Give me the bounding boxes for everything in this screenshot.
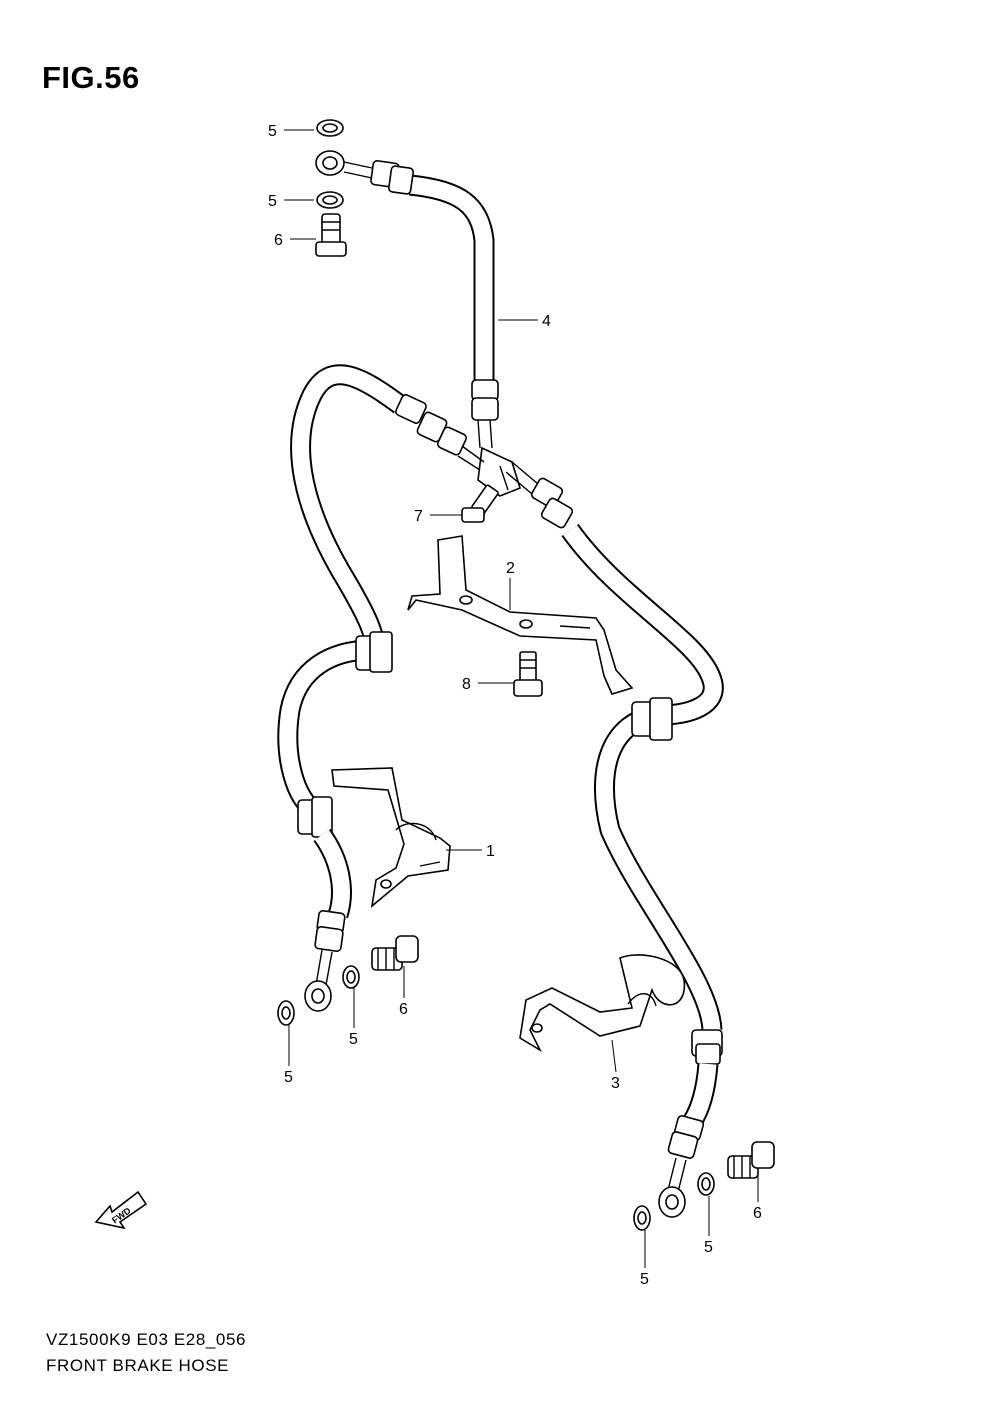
bracket-2 (407, 535, 634, 695)
callout-3: 3 (611, 1075, 620, 1092)
upper-brake-hose (315, 150, 499, 449)
callout-5: 5 (349, 1031, 358, 1048)
callout-6: 6 (399, 1001, 408, 1018)
washer-top-2 (316, 191, 344, 209)
callout-5: 5 (268, 193, 277, 210)
callout-7: 7 (414, 508, 423, 525)
callout-5: 5 (640, 1271, 649, 1288)
diagram-code: VZ1500K9 E03 E28_056 (46, 1330, 247, 1349)
washer-right-2 (633, 1205, 651, 1231)
washer-left-2 (277, 1000, 295, 1026)
washer-top-1 (316, 119, 344, 137)
callout-6: 6 (753, 1205, 762, 1222)
callout-1: 1 (486, 843, 495, 860)
union-bolt-left (371, 935, 419, 971)
right-brake-hose (505, 461, 724, 1218)
bolt-7 (461, 484, 499, 523)
callout-2: 2 (506, 560, 515, 577)
callouts: 5 5 6 4 7 2 8 1 6 5 5 3 6 5 5 (268, 123, 762, 1288)
left-brake-hose (277, 364, 485, 1012)
figure-title: FIG.56 (42, 60, 140, 95)
callout-5: 5 (268, 123, 277, 140)
washer-left-1 (342, 965, 360, 989)
union-bolt-right (727, 1141, 775, 1179)
diagram-name: FRONT BRAKE HOSE (46, 1356, 230, 1375)
washer-right-1 (697, 1172, 715, 1196)
callout-5: 5 (704, 1239, 713, 1256)
hose-junction (477, 446, 521, 497)
union-bolt-top (315, 213, 347, 257)
bracket-3 (519, 954, 686, 1053)
bolt-8 (513, 651, 543, 697)
callout-8: 8 (462, 676, 471, 693)
callout-6: 6 (274, 232, 283, 249)
callout-5: 5 (284, 1069, 293, 1086)
fwd-arrow: FWD (94, 1190, 148, 1230)
leader-lines (284, 129, 759, 1268)
bracket-1 (331, 767, 451, 908)
callout-4: 4 (542, 313, 551, 330)
